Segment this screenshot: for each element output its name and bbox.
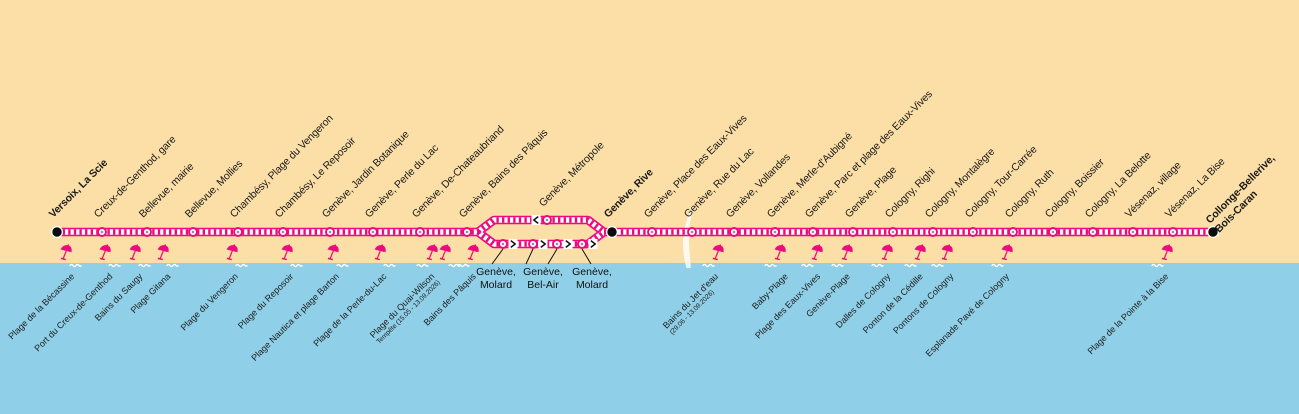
direction-arrow-bg bbox=[538, 239, 548, 249]
wave-icon bbox=[931, 255, 944, 273]
wave-icon bbox=[69, 255, 82, 273]
wave-icon bbox=[448, 255, 461, 273]
jet-deau-icon bbox=[682, 209, 694, 268]
beach-umbrella-icon bbox=[912, 243, 929, 267]
direction-arrow-bg bbox=[531, 215, 541, 225]
stop-marker-center bbox=[371, 230, 375, 234]
direction-arrow-bg bbox=[563, 239, 573, 249]
terminus-marker bbox=[52, 227, 62, 237]
beach-umbrella-icon bbox=[710, 243, 727, 267]
stop-marker-center bbox=[851, 230, 855, 234]
beach-umbrella-icon bbox=[1159, 243, 1176, 267]
track-inner bbox=[57, 220, 1213, 244]
stop-marker-center bbox=[732, 230, 736, 234]
stop-marker-center bbox=[1091, 230, 1095, 234]
wave-icon bbox=[702, 255, 715, 273]
beach-umbrella-icon bbox=[372, 243, 389, 267]
loop-stop-label: Genève, Molard bbox=[476, 266, 516, 291]
direction-arrow bbox=[532, 216, 539, 224]
stop-marker-center bbox=[531, 242, 535, 246]
wave-icon bbox=[457, 255, 470, 273]
stop-marker-center bbox=[100, 230, 104, 234]
stop-marker-center bbox=[236, 230, 240, 234]
stop-marker-center bbox=[650, 230, 654, 234]
stop-marker-center bbox=[555, 242, 559, 246]
beach-umbrella-icon bbox=[839, 243, 856, 267]
label-leader-line bbox=[491, 248, 504, 265]
loop-stop-label: Genève, Bel-Air bbox=[523, 266, 563, 291]
beach-umbrella-icon bbox=[437, 243, 454, 267]
stop-marker-center bbox=[580, 242, 584, 246]
stop-markers-layer bbox=[51, 215, 1219, 265]
beach-umbrella-icon bbox=[939, 243, 956, 267]
beach-umbrella-icon bbox=[279, 243, 296, 267]
direction-arrow bbox=[540, 240, 547, 248]
wave-icon bbox=[290, 255, 303, 273]
stop-marker-center bbox=[773, 230, 777, 234]
stop-marker-center bbox=[328, 230, 332, 234]
wave-icon bbox=[138, 255, 151, 273]
stop-marker-center bbox=[971, 230, 975, 234]
beach-umbrella-icon bbox=[999, 243, 1016, 267]
beach-umbrella-icon bbox=[58, 243, 75, 267]
direction-arrow bbox=[510, 240, 517, 248]
beach-umbrella-icon bbox=[879, 243, 896, 267]
water-area bbox=[0, 263, 1299, 414]
beach-umbrella-icon bbox=[465, 243, 482, 267]
loop-stop-label: Genève, Molard bbox=[572, 266, 612, 291]
stop-marker-center bbox=[465, 230, 469, 234]
stop-marker-center bbox=[931, 230, 935, 234]
wave-icon bbox=[383, 255, 396, 273]
stop-marker-center bbox=[418, 230, 422, 234]
wave-icon bbox=[871, 255, 884, 273]
label-leader-line bbox=[547, 248, 558, 265]
stop-marker-center bbox=[811, 230, 815, 234]
beach-umbrella-icon bbox=[325, 243, 342, 267]
beach-umbrella-icon bbox=[424, 243, 441, 267]
beach-umbrella-icon bbox=[155, 243, 172, 267]
wave-icon bbox=[801, 255, 814, 273]
direction-arrow-bg bbox=[588, 239, 598, 249]
label-leader-line bbox=[525, 248, 534, 265]
wave-icon bbox=[1151, 255, 1164, 273]
wave-icon bbox=[764, 255, 777, 273]
stop-marker-center bbox=[891, 230, 895, 234]
stop-marker-center bbox=[1171, 230, 1175, 234]
wave-icon bbox=[416, 255, 429, 273]
wave-icon bbox=[235, 255, 248, 273]
wave-icon bbox=[336, 255, 349, 273]
wave-icon bbox=[831, 255, 844, 273]
stop-marker-center bbox=[145, 230, 149, 234]
stop-marker-center bbox=[1131, 230, 1135, 234]
wave-icon bbox=[904, 255, 917, 273]
stop-marker-center bbox=[191, 230, 195, 234]
beach-umbrella-icon bbox=[127, 243, 144, 267]
stop-marker-center bbox=[545, 218, 549, 222]
stop-marker-center bbox=[501, 242, 505, 246]
beach-umbrella-icon bbox=[772, 243, 789, 267]
direction-arrow bbox=[565, 240, 572, 248]
terminus-marker bbox=[1208, 227, 1218, 237]
wave-icon bbox=[108, 255, 121, 273]
direction-arrow-bg bbox=[508, 239, 518, 249]
label-leader-line bbox=[581, 248, 592, 265]
stop-marker-center bbox=[1011, 230, 1015, 234]
stop-marker-center bbox=[1051, 230, 1055, 234]
direction-arrow bbox=[590, 240, 597, 248]
wave-icon bbox=[991, 255, 1004, 273]
terminus-marker bbox=[607, 227, 617, 237]
stop-marker-center bbox=[690, 230, 694, 234]
wave-icon bbox=[166, 255, 179, 273]
beach-umbrella-icon bbox=[809, 243, 826, 267]
stop-marker-center bbox=[281, 230, 285, 234]
beach-umbrella-icon bbox=[224, 243, 241, 267]
beach-umbrella-icon bbox=[97, 243, 114, 267]
